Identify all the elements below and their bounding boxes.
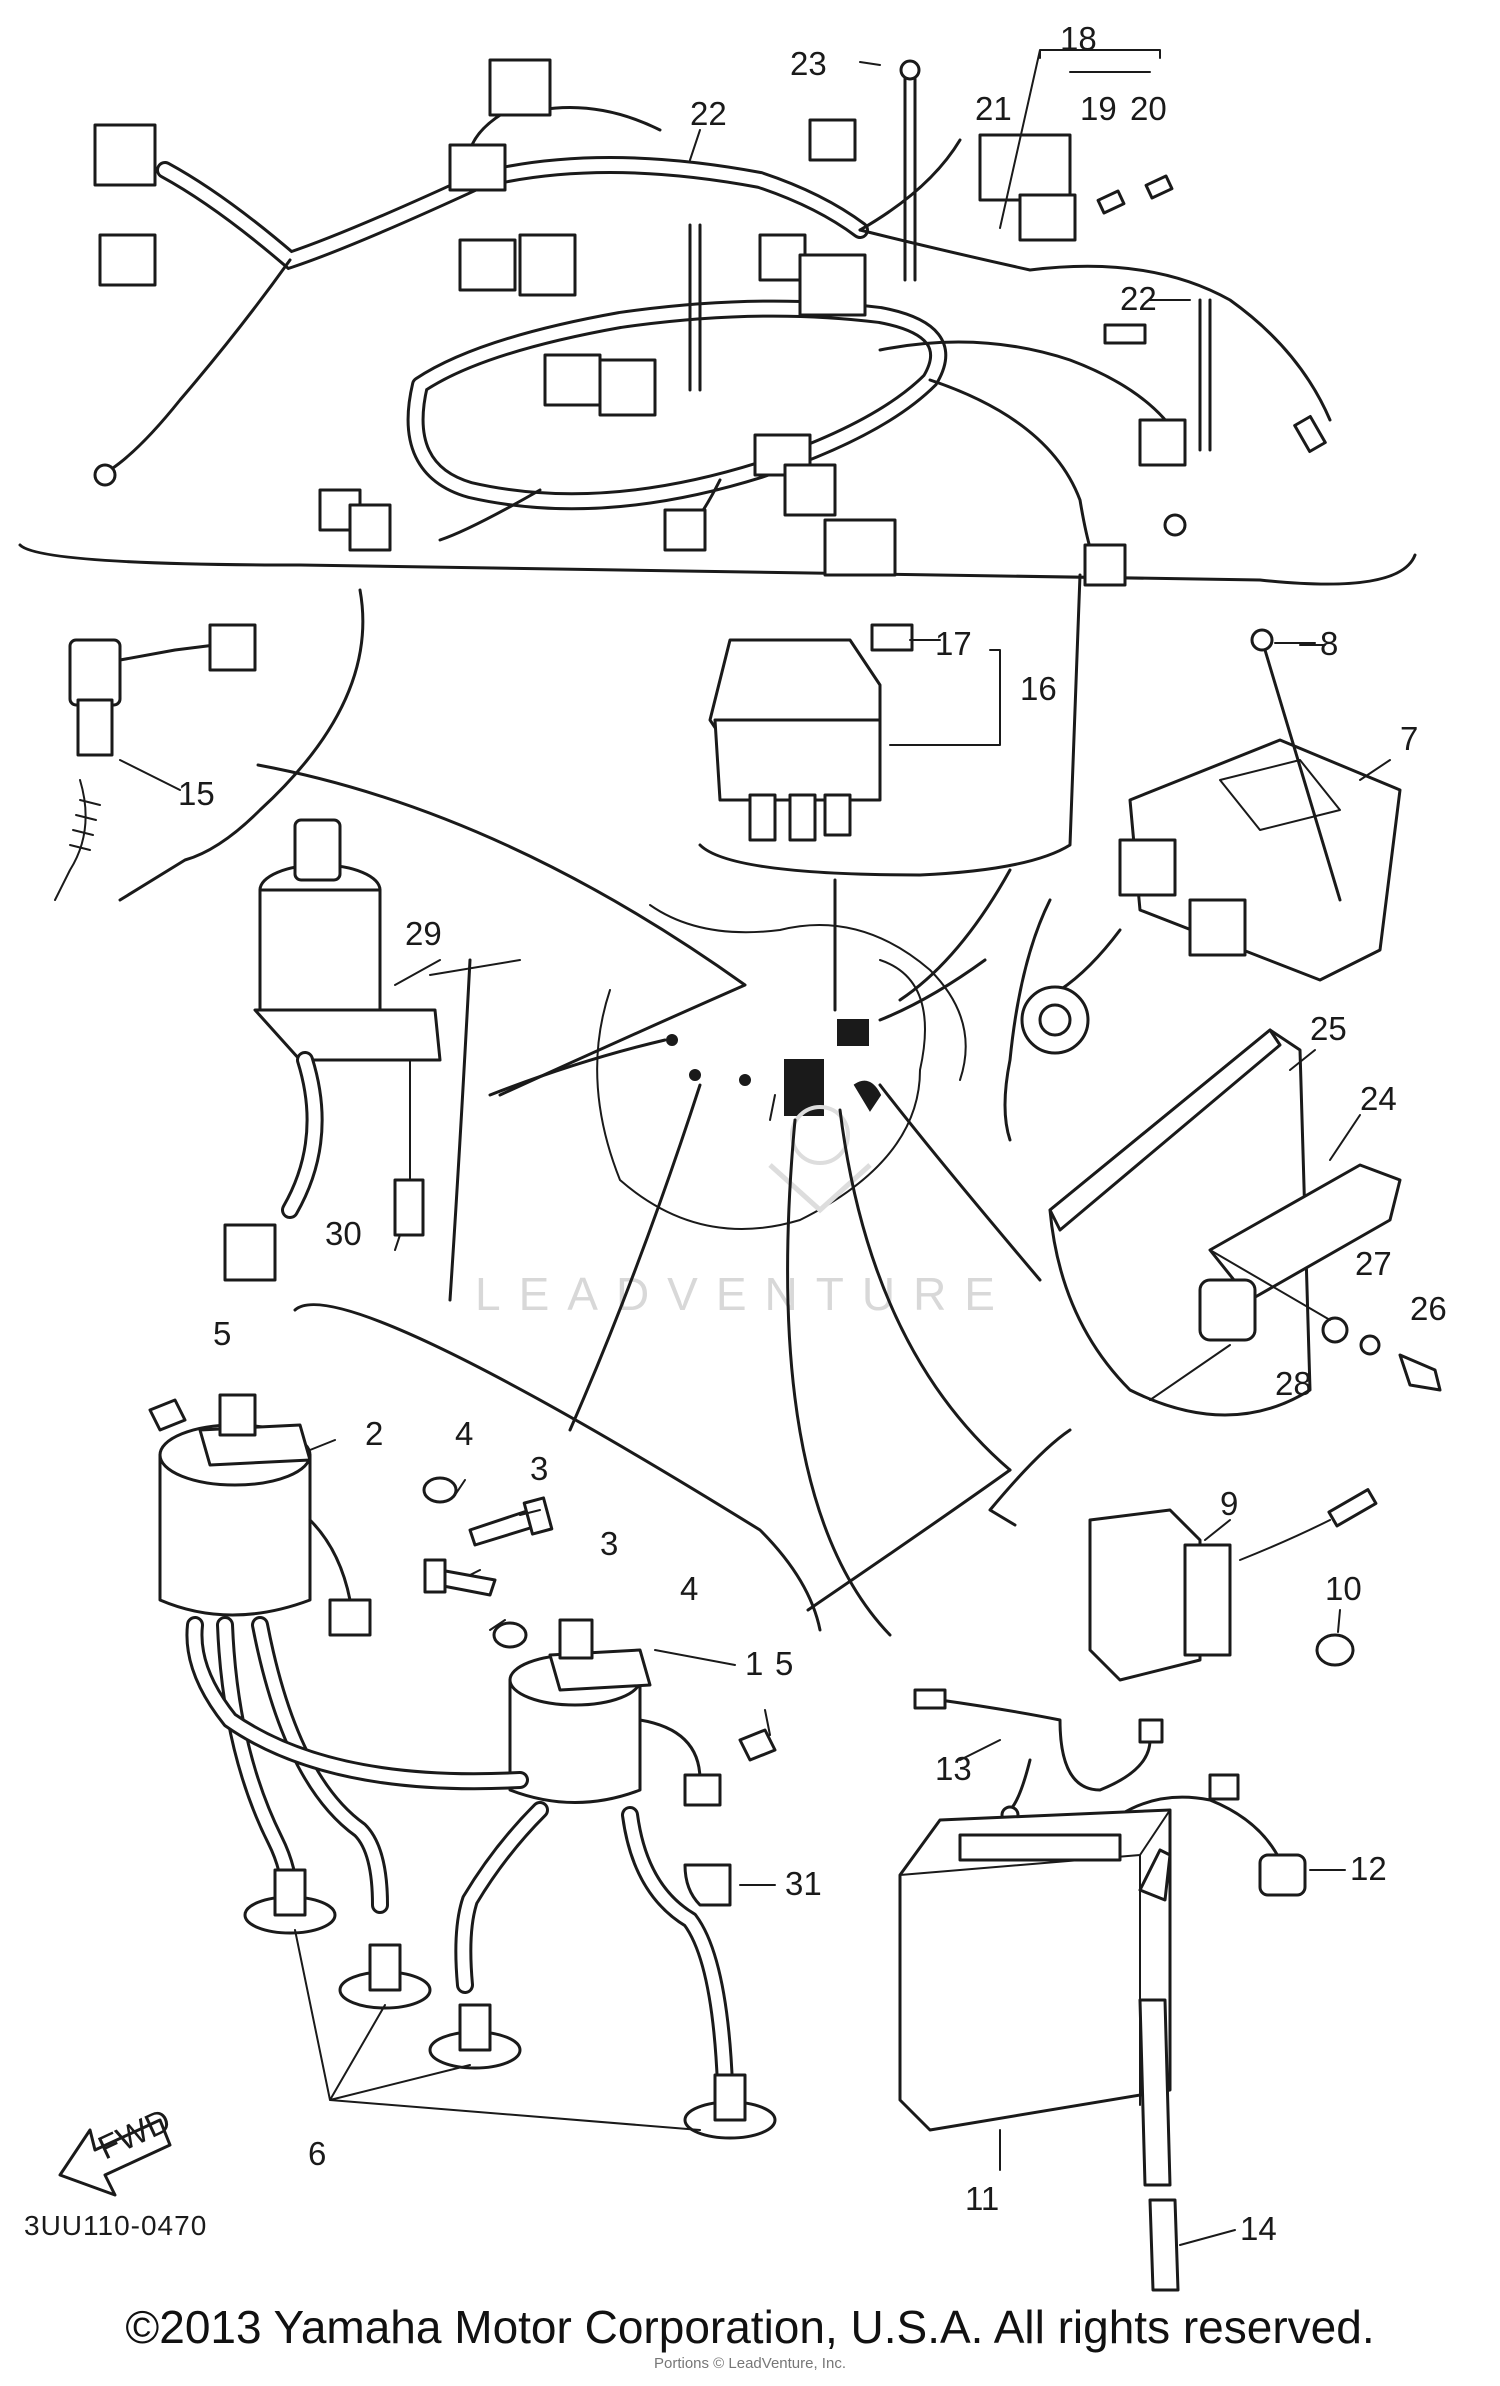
- callout-25: 25: [1310, 1010, 1347, 1047]
- callout-10: 10: [1325, 1570, 1362, 1607]
- callout-30: 30: [325, 1215, 362, 1252]
- credit-notice: Portions © LeadVenture, Inc.: [653, 2355, 846, 2372]
- callout-3b: 3: [600, 1525, 618, 1562]
- copyright-notice: ©2013 Yamaha Motor Corporation, U.S.A. A…: [125, 2301, 1375, 2353]
- relay-21: [978, 133, 1072, 202]
- callout-5b: 5: [775, 1645, 793, 1682]
- callout-7: 7: [1400, 720, 1418, 757]
- callout-numbers: 1 2 3 3 4 4 5 5 6 7 8 9 10 11 12 13 14 1…: [178, 20, 1447, 2247]
- callout-16: 16: [1020, 670, 1057, 707]
- callout-4a: 4: [455, 1415, 473, 1452]
- callout-21: 21: [975, 90, 1012, 127]
- callout-28: 28: [1275, 1365, 1312, 1402]
- callout-20: 20: [1130, 90, 1167, 127]
- callout-5a: 5: [213, 1315, 231, 1352]
- cdi-unit-7: [1003, 628, 1402, 1142]
- callout-19: 19: [1080, 90, 1117, 127]
- callout-22a: 22: [690, 95, 727, 132]
- callout-12: 12: [1350, 1850, 1387, 1887]
- callout-17: 17: [935, 625, 972, 662]
- fwd-arrow: FWD: [58, 2101, 176, 2197]
- harness-section-border: [18, 543, 1417, 586]
- switch-15: [54, 588, 365, 902]
- callout-22b: 22: [1120, 280, 1157, 317]
- callout-23: 23: [790, 45, 827, 82]
- diagram-code: 3UU110-0470: [24, 2210, 208, 2241]
- callout-29: 29: [405, 915, 442, 952]
- callout-3a: 3: [530, 1450, 548, 1487]
- callout-26: 26: [1410, 1290, 1447, 1327]
- callout-2: 2: [365, 1415, 383, 1452]
- callout-13: 13: [935, 1750, 972, 1787]
- battery-area: [898, 1428, 1378, 2292]
- callout-31: 31: [785, 1865, 822, 1902]
- callout-11: 11: [965, 2180, 999, 2217]
- watermark: LEADVENTURE: [475, 1268, 1013, 1320]
- ignition-coils: [148, 1303, 822, 2140]
- callout-15: 15: [178, 775, 215, 812]
- frame-outline: LEADVENTURE: [475, 904, 1013, 1320]
- ignition-switch-29: [223, 763, 747, 1302]
- callout-9: 9: [1220, 1485, 1238, 1522]
- callout-4b: 4: [680, 1570, 698, 1607]
- bracket-25: [1048, 1028, 1442, 1417]
- callout-24: 24: [1360, 1080, 1397, 1117]
- callout-14: 14: [1240, 2210, 1277, 2247]
- location-arrows: [488, 868, 1042, 1637]
- callout-27: 27: [1355, 1245, 1392, 1282]
- callout-1: 1: [745, 1645, 763, 1682]
- callout-6: 6: [308, 2135, 326, 2172]
- callout-8: 8: [1320, 625, 1338, 662]
- wire-harness: [18, 49, 1417, 587]
- leader-lines: [119, 61, 1391, 1871]
- relay-16: [698, 573, 1082, 877]
- callout-18: 18: [1060, 20, 1097, 57]
